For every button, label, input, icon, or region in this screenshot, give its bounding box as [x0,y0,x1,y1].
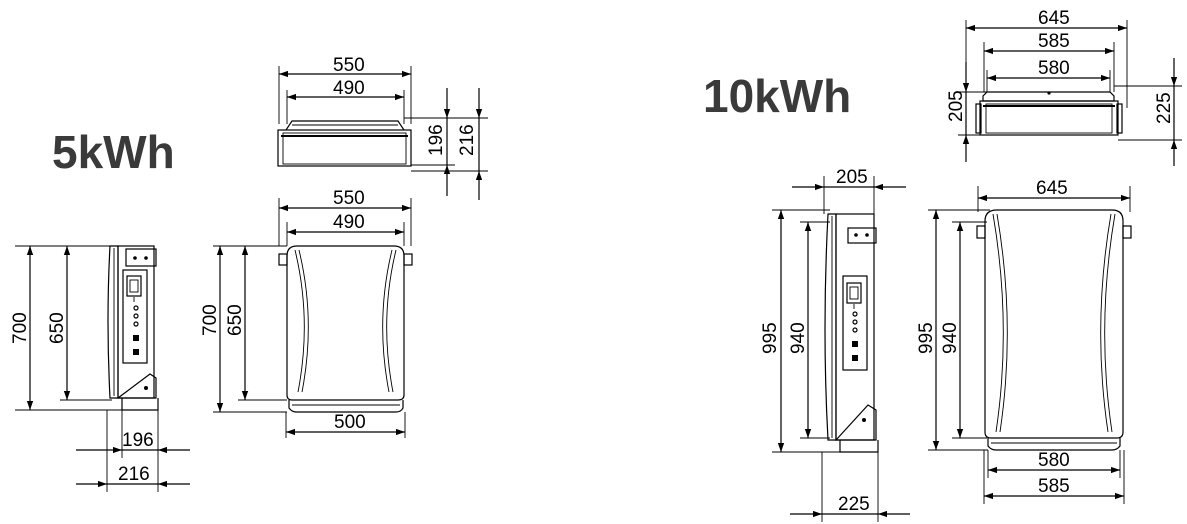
dim-small-front-490: 490 [333,212,365,233]
small-side-view: 700 650 196 216 [10,245,190,492]
dim-small-front-500: 500 [334,412,366,433]
dim-large-side-940: 940 [788,322,809,354]
dim-large-front-645: 645 [1036,178,1068,199]
dim-large-top-645: 645 [1038,8,1070,29]
title-10kwh: 10kWh [703,70,851,122]
dim-small-front-550: 550 [333,188,365,209]
dim-large-top-585: 585 [1038,31,1070,52]
small-front-view: 550 490 500 700 650 [200,188,413,438]
dim-small-front-700: 700 [200,304,221,336]
dim-large-front-580: 580 [1038,450,1070,471]
dim-large-top-205: 205 [946,90,967,122]
dim-large-front-940: 940 [940,322,961,354]
dim-small-side-650: 650 [47,312,68,344]
dim-small-side-216: 216 [118,464,150,485]
dim-small-side-700: 700 [10,312,31,344]
dim-small-top-196: 196 [426,124,447,156]
dim-small-side-196: 196 [122,430,154,451]
large-front-view: 645 995 940 580 585 [916,178,1132,504]
dim-large-front-585: 585 [1038,476,1070,497]
title-5kwh: 5kWh [52,126,175,178]
dim-small-front-650: 650 [225,304,246,336]
dim-large-side-205: 205 [836,167,868,188]
small-top-view: 550 490 196 216 [277,55,488,200]
dim-large-side-225: 225 [838,494,870,515]
large-side-view: 205 995 940 2 [760,167,910,522]
dim-small-top-490: 490 [333,78,365,99]
dim-large-top-225: 225 [1154,92,1175,124]
dim-large-side-995: 995 [760,322,781,354]
large-top-view: 645 585 580 205 225 [946,8,1182,166]
dim-large-front-995: 995 [916,322,937,354]
dim-small-top-216: 216 [457,124,478,156]
dim-small-top-550: 550 [333,55,365,76]
dim-large-top-580: 580 [1038,58,1070,79]
